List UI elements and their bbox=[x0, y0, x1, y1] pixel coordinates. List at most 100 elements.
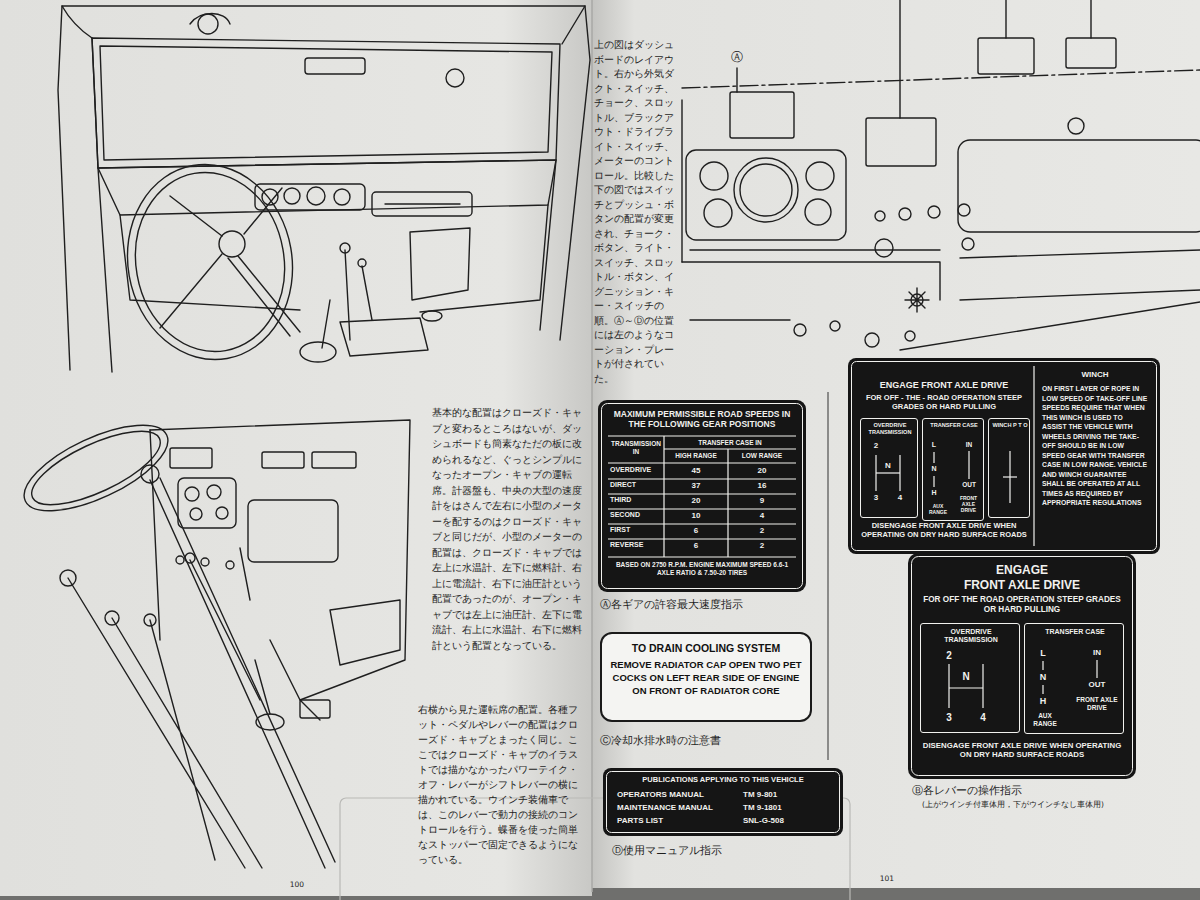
driver-side-view-drawing bbox=[150, 430, 160, 640]
driver-side-view-drawing bbox=[330, 600, 400, 665]
driver-side-view-drawing bbox=[300, 700, 330, 718]
driver-side-view-drawing bbox=[201, 558, 209, 566]
transfer-case-panel: TRANSFER CASELNHAUX RANGEINOUTFRONT AXLE… bbox=[1024, 623, 1124, 734]
plate-rule bbox=[608, 478, 796, 479]
plate-text: REVERSE bbox=[610, 541, 662, 549]
plate-text: IN bbox=[1083, 648, 1111, 658]
dashboard-front-view bbox=[681, 100, 682, 262]
figure-caption: Ⓓ使用マニュアル指示 bbox=[612, 844, 822, 857]
dashboard-front-view bbox=[806, 162, 834, 190]
plate-rule bbox=[608, 538, 796, 539]
plate-text: OVERDRIVE bbox=[610, 466, 662, 474]
cab-interior-drawing bbox=[121, 161, 298, 364]
plate-text: SNL-G-508 bbox=[743, 816, 833, 826]
plate-text: 20 bbox=[730, 466, 794, 476]
cab-interior-drawing bbox=[305, 58, 365, 74]
plate-text: FRONT AXLE DRIVE bbox=[954, 495, 983, 513]
plate-rule bbox=[727, 449, 728, 557]
right-page bbox=[592, 0, 1200, 888]
dashboard-front-view bbox=[704, 199, 732, 227]
cab-interior-drawing bbox=[100, 46, 552, 160]
cab-interior-drawing bbox=[307, 187, 325, 205]
cab-interior-drawing bbox=[120, 205, 548, 312]
plate-text: 4 bbox=[730, 511, 794, 521]
driver-side-view-drawing bbox=[262, 452, 304, 468]
dashboard-front-view bbox=[682, 70, 1200, 88]
plate-text: OVERDRIVE TRANSMISSION bbox=[925, 628, 1017, 645]
dashboard-front-view bbox=[700, 162, 728, 190]
plate-text: H bbox=[1037, 696, 1049, 707]
cab-interior-drawing bbox=[190, 14, 230, 25]
plate-rule bbox=[608, 435, 796, 436]
dashboard-front-view bbox=[905, 331, 915, 341]
driver-side-view-drawing bbox=[144, 614, 156, 626]
plate-text: AUX RANGE bbox=[1027, 712, 1063, 728]
driver-side-view-drawing bbox=[105, 611, 119, 625]
cab-interior-drawing bbox=[446, 69, 464, 87]
plate-text: 6 bbox=[666, 541, 726, 551]
driver-side-view-drawing bbox=[255, 660, 270, 714]
dashboard-front-view bbox=[805, 199, 831, 225]
dashboard-front-view bbox=[875, 211, 885, 221]
driver-side-view-drawing bbox=[248, 500, 338, 562]
plate-text: HIGH RANGE bbox=[666, 452, 726, 460]
caption-note: (上がウインチ付車体用，下がウインチなし車体用) bbox=[922, 800, 1152, 809]
cab-interior-drawing bbox=[422, 311, 442, 321]
plate-text: PARTS LIST bbox=[617, 816, 735, 826]
callout-letter: Ⓐ bbox=[728, 50, 746, 64]
body-text: 上の図はダッシュボードのレイアウト。右から外気ダクト・スイッチ、チョーク、スロッ… bbox=[594, 38, 676, 386]
dashboard-front-view bbox=[928, 206, 940, 218]
cab-interior-drawing bbox=[340, 243, 350, 253]
driver-side-view-drawing bbox=[150, 420, 410, 700]
driver-side-view-drawing bbox=[270, 640, 320, 720]
plate-text: OUT bbox=[1083, 680, 1111, 690]
plate-inner-border bbox=[912, 557, 1133, 776]
plate-inner-border bbox=[602, 404, 803, 589]
figure-caption: Ⓒ冷却水排水時の注意書 bbox=[600, 734, 810, 747]
driver-side-view-drawing bbox=[207, 485, 221, 499]
dashboard-front-view bbox=[899, 208, 911, 220]
front-axle-plate: ENGAGEFRONT AXLE DRIVEFOR OFF THE ROAD O… bbox=[908, 553, 1136, 779]
plate-rule bbox=[933, 452, 934, 463]
dashboard-front-view bbox=[737, 0, 1091, 118]
plate-text: 2 bbox=[730, 526, 794, 536]
plate-text: N bbox=[960, 671, 972, 683]
plate-text: TRANSMISSION IN bbox=[610, 440, 662, 456]
road-speed-plate: MAXIMUM PERMISSIBLE ROAD SPEEDS IN THE F… bbox=[598, 400, 806, 592]
plate-text: TO DRAIN COOLING SYSTEM bbox=[610, 642, 802, 655]
plate-text: FRONT AXLE DRIVE bbox=[1071, 696, 1123, 712]
plate-text: 10 bbox=[666, 511, 726, 521]
driver-side-view-drawing bbox=[185, 487, 199, 501]
plate-text: REMOVE RADIATOR CAP OPEN TWO PET COCKS O… bbox=[610, 659, 802, 697]
plate-text: 2 bbox=[871, 441, 881, 451]
plate-text: WINCH P T O bbox=[991, 422, 1029, 429]
plate-text: FRONT AXLE DRIVE bbox=[918, 578, 1126, 592]
dashboard-front-view bbox=[740, 164, 792, 216]
shift-pattern-panel: OVERDRIVE TRANSMISSION2N34 bbox=[920, 623, 1020, 733]
dashboard-front-view bbox=[958, 204, 970, 216]
plate-text: DIRECT bbox=[610, 481, 662, 489]
driver-side-view-drawing bbox=[312, 452, 356, 468]
plate-text: MAXIMUM PERMISSIBLE ROAD SPEEDS IN THE F… bbox=[610, 409, 794, 429]
cab-interior-drawing bbox=[372, 192, 472, 216]
plate-text: 4 bbox=[977, 712, 989, 724]
dashboard-front-view bbox=[682, 0, 1200, 350]
plate-text: 2 bbox=[730, 541, 794, 551]
dashboard-front-view bbox=[866, 118, 936, 166]
cab-interior-drawing bbox=[300, 342, 336, 362]
plate-rule bbox=[608, 508, 796, 509]
plate-rule bbox=[608, 462, 796, 463]
plate-rule bbox=[899, 455, 900, 491]
body-text: 右横から見た運転席の配置。各種フット・ペダルやレバーの配置はクローズド・キャブと… bbox=[418, 702, 586, 867]
dashboard-front-view bbox=[686, 150, 846, 240]
cab-interior-drawing bbox=[540, 6, 590, 340]
plate-text: 3 bbox=[943, 712, 955, 724]
plate-inner-border bbox=[852, 362, 1157, 551]
plate-text: FOR OFF THE ROAD OPERATION STEEP GRADES … bbox=[920, 595, 1124, 615]
plate-text: MAINTENANCE MANUAL bbox=[617, 803, 735, 813]
plate-rule bbox=[663, 436, 664, 557]
driver-side-view-drawing bbox=[68, 548, 262, 868]
plate-text: PUBLICATIONS APPLYING TO THIS VEHICLE bbox=[611, 775, 835, 784]
driver-side-view-drawing bbox=[13, 408, 180, 528]
